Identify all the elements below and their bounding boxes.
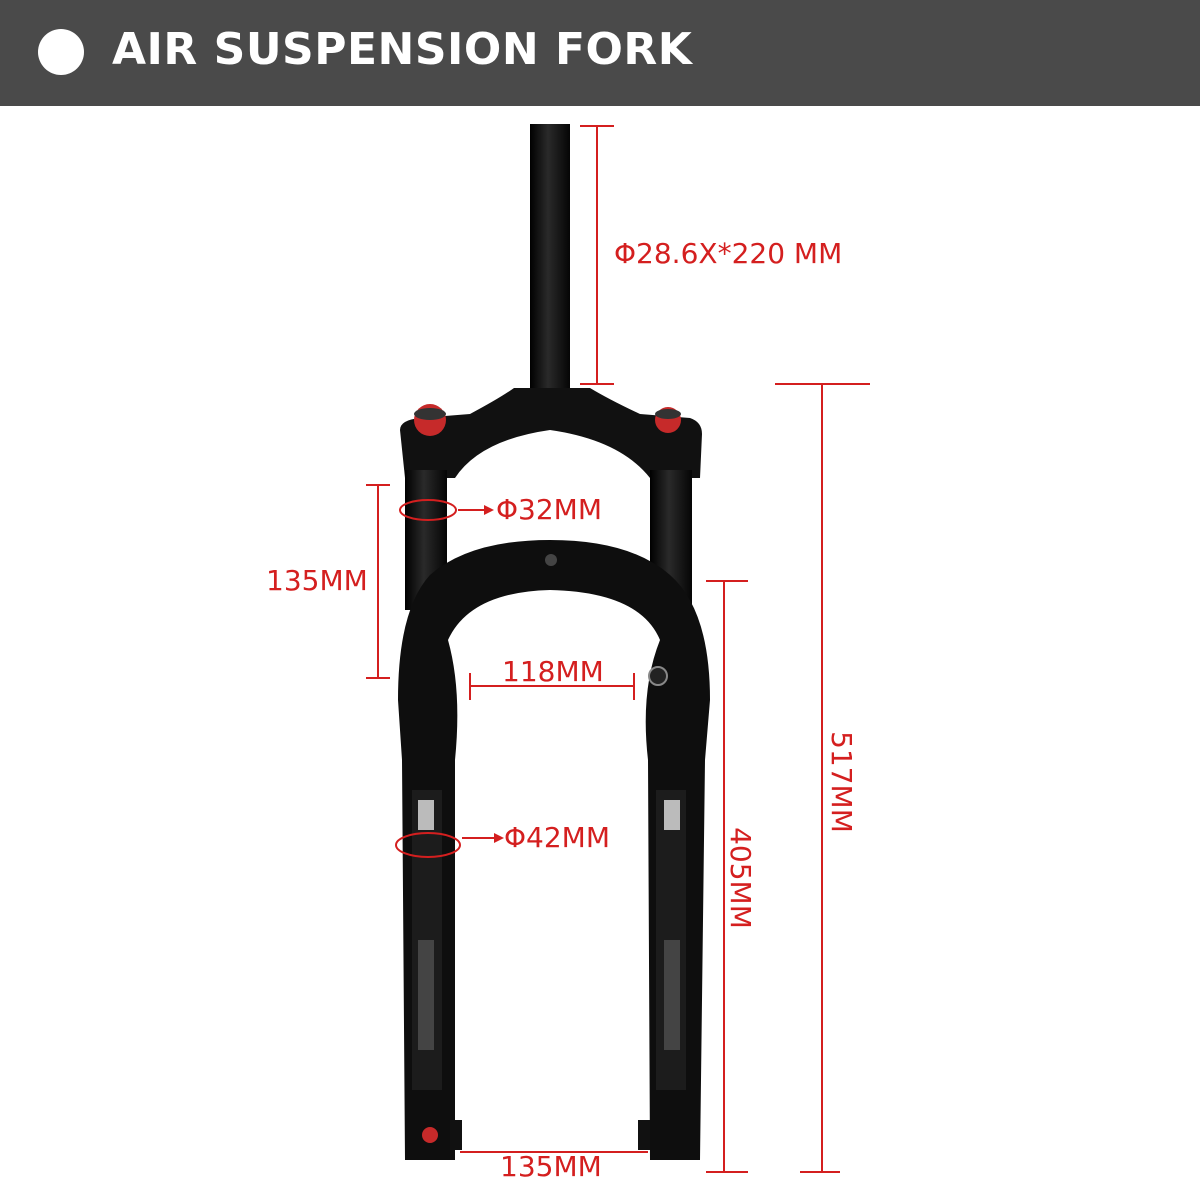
lower-arch-legs (398, 540, 710, 1160)
fork-crown (400, 388, 702, 478)
label-steerer: Φ28.6X*220 MM (614, 237, 843, 270)
bullet-icon (38, 29, 84, 75)
page-title: AIR SUSPENSION FORK (112, 24, 693, 75)
arch-bolt (545, 554, 557, 566)
lockout-knob (648, 666, 668, 686)
steerer-tube (530, 124, 570, 394)
label-travel: 135MM (266, 564, 368, 597)
label-overall-length: 517MM (824, 731, 858, 833)
label-hub-spacing: 135MM (500, 1150, 602, 1183)
label-axle-to-crown: 405MM (723, 827, 757, 929)
dimension-lines (366, 125, 870, 1173)
label-lower-leg-diameter: Φ42MM (504, 821, 610, 854)
axle-knob (422, 1127, 438, 1143)
label-inner-width: 118MM (502, 655, 604, 688)
label-upper-tube-diameter: Φ32MM (496, 493, 602, 526)
header-bar: AIR SUSPENSION FORK (0, 0, 1200, 106)
